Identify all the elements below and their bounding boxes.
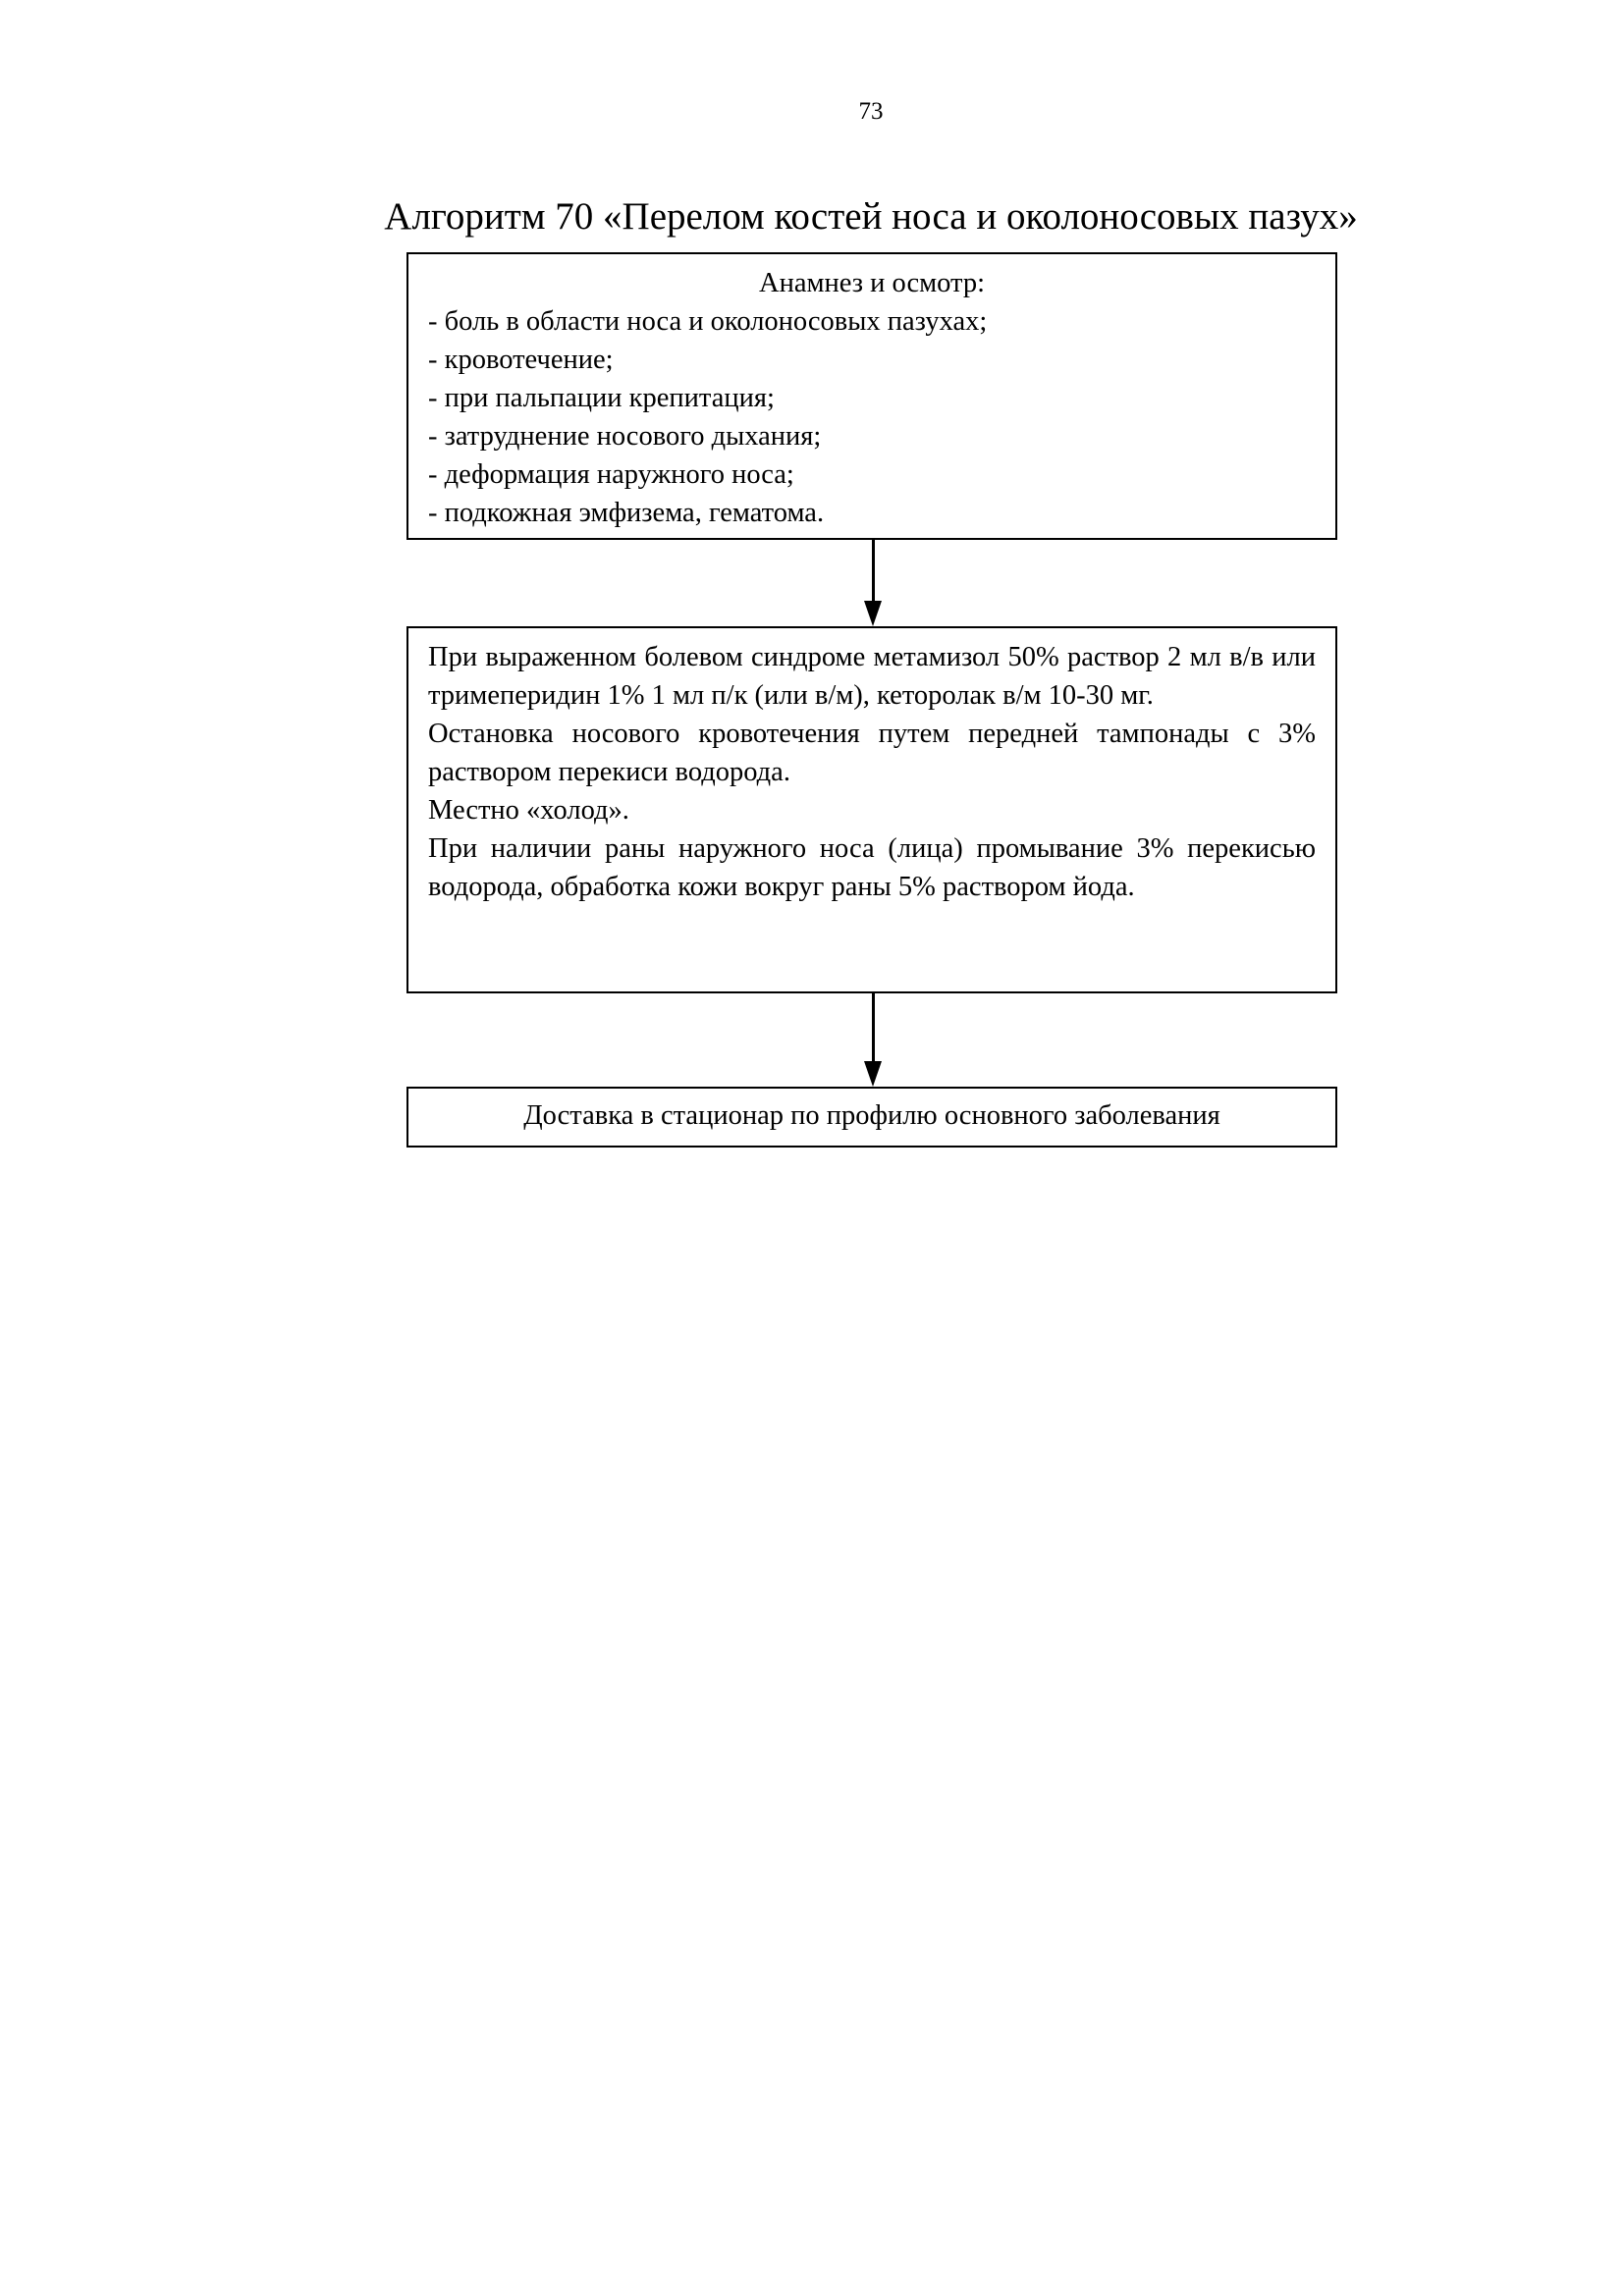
treatment-paragraph: Местно «холод».	[428, 795, 629, 826]
treatment-paragraph: Остановка носового кровотечения путем пе…	[428, 719, 1316, 787]
symptom-line: - подкожная эмфизема, гематома.	[428, 498, 825, 528]
anamnesis-box: Анамнез и осмотр: - боль в области носа …	[406, 252, 1337, 540]
arrow-connector-2	[872, 993, 875, 1063]
treatment-paragraph: При выраженном болевом синдроме метамизо…	[428, 642, 1316, 711]
symptom-line: - при пальпации крепитация;	[428, 383, 775, 413]
arrow-head-1-icon	[864, 601, 882, 626]
treatment-paragraph: При наличии раны наружного носа (лица) п…	[428, 833, 1316, 902]
treatment-box: При выраженном болевом синдроме метамизо…	[406, 626, 1337, 993]
symptom-line: - кровотечение;	[428, 345, 614, 375]
arrow-head-2-icon	[864, 1061, 882, 1087]
algorithm-title: Алгоритм 70 «Перелом костей носа и около…	[384, 195, 1358, 238]
anamnesis-heading: Анамнез и осмотр:	[758, 268, 986, 298]
delivery-box: Доставка в стационар по профилю основног…	[406, 1087, 1337, 1148]
symptom-line: - затруднение носового дыхания;	[428, 421, 822, 452]
page-number: 73	[858, 98, 884, 125]
arrow-connector-1	[872, 540, 875, 603]
symptom-line: - деформация наружного носа;	[428, 459, 794, 490]
symptom-line: - боль в области носа и околоносовых паз…	[428, 306, 988, 337]
